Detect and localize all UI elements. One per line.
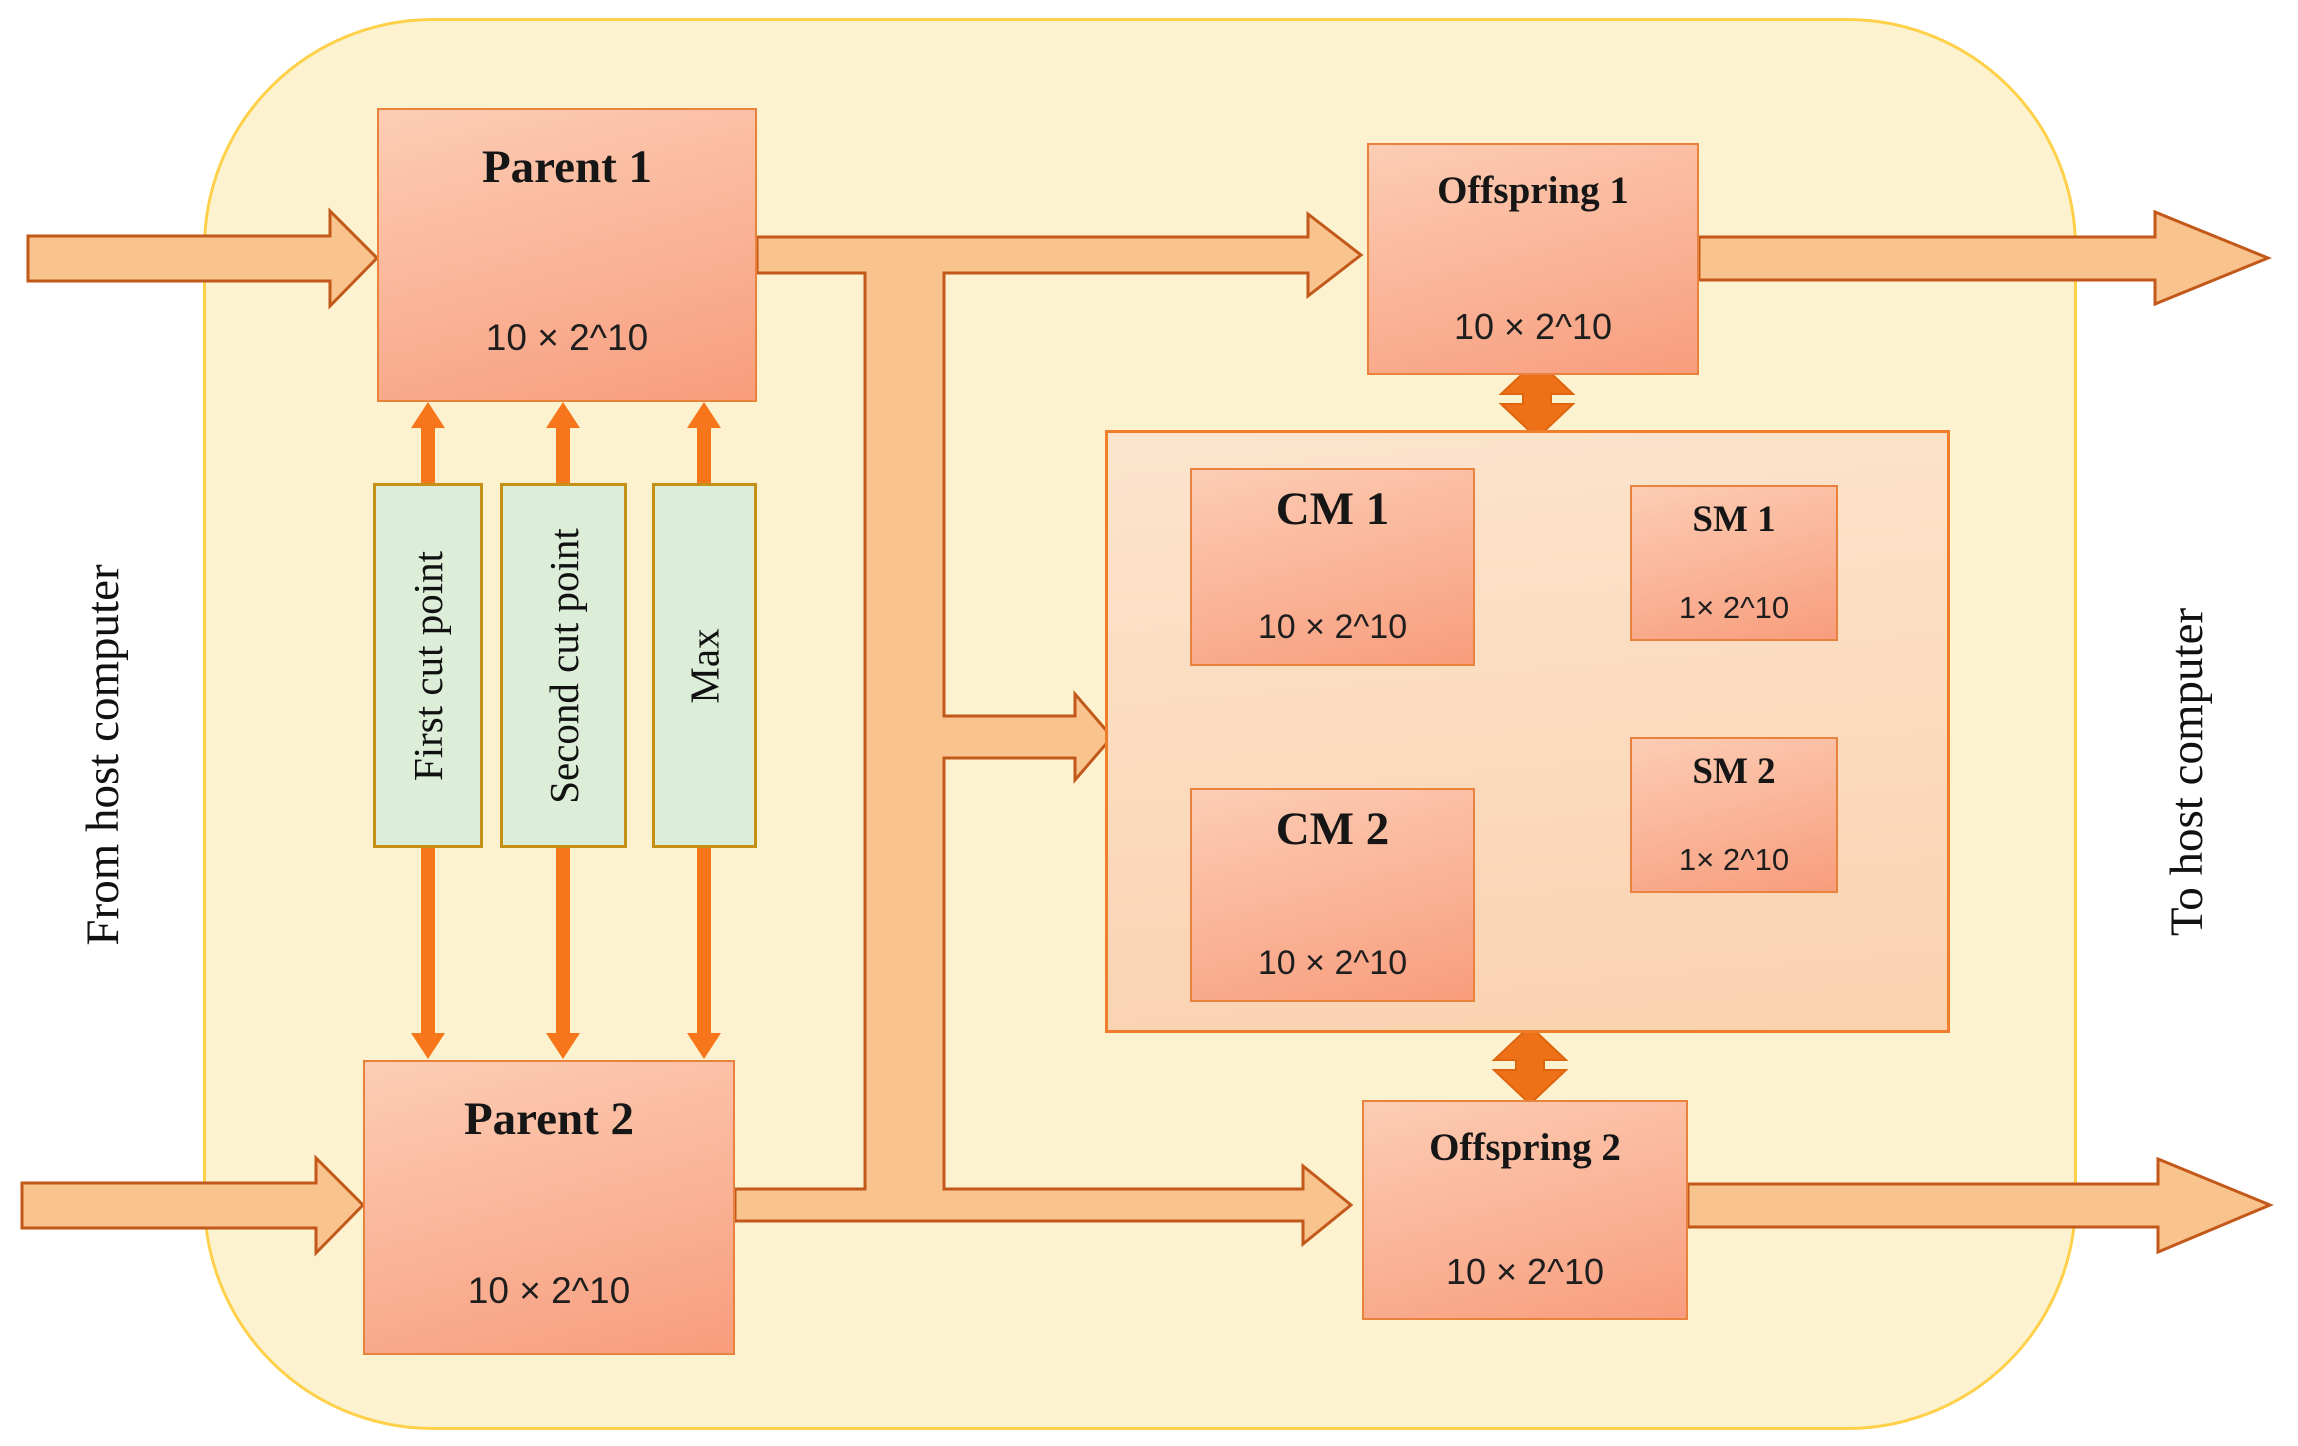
- cm1-box: CM 1 10 × 2^10: [1190, 468, 1475, 666]
- host-input-arrow-2: [20, 1154, 366, 1257]
- sm2-box: SM 2 1× 2^10: [1630, 737, 1838, 893]
- offspring1-box: Offspring 1 10 × 2^10: [1367, 143, 1699, 375]
- host-output-arrow-1: [1697, 209, 2272, 307]
- sm1-title: SM 1: [1692, 499, 1776, 540]
- down-arrow-max: [687, 847, 721, 1059]
- sm1-box: SM 1 1× 2^10: [1630, 485, 1838, 641]
- offspring2-box: Offspring 2 10 × 2^10: [1362, 1100, 1688, 1320]
- first-cut-point-box: First cut point: [373, 483, 483, 848]
- double-arrow-offspring2-panel: [1491, 1024, 1569, 1106]
- parent1-box: Parent 1 10 × 2^10: [377, 108, 757, 402]
- cm2-size: 10 × 2^10: [1257, 944, 1408, 982]
- sm1-size: 1× 2^10: [1678, 590, 1790, 625]
- parent1-size: 10 × 2^10: [485, 317, 649, 358]
- from-host-computer-label: From host computer: [77, 564, 129, 946]
- up-arrow-max: [687, 402, 721, 484]
- parent1-title: Parent 1: [481, 141, 653, 193]
- max-box: Max: [652, 483, 757, 848]
- to-host-computer-label: To host computer: [2161, 607, 2213, 937]
- cm2-title: CM 2: [1275, 803, 1390, 855]
- cm1-size: 10 × 2^10: [1257, 608, 1408, 646]
- max-label: Max: [681, 627, 728, 704]
- up-arrow-second-cut: [546, 402, 580, 484]
- second-cut-point-box: Second cut point: [500, 483, 627, 848]
- offspring2-title: Offspring 2: [1429, 1126, 1621, 1169]
- cm2-box: CM 2 10 × 2^10: [1190, 788, 1475, 1002]
- offspring1-title: Offspring 1: [1437, 169, 1629, 212]
- host-input-arrow-1: [26, 207, 380, 310]
- up-arrow-first-cut: [411, 402, 445, 484]
- first-cut-point-label: First cut point: [405, 550, 452, 781]
- down-arrow-second-cut: [546, 847, 580, 1059]
- sm2-title: SM 2: [1692, 751, 1776, 792]
- parent2-title: Parent 2: [463, 1093, 635, 1145]
- down-arrow-first-cut: [411, 847, 445, 1059]
- offspring2-size: 10 × 2^10: [1445, 1251, 1605, 1292]
- crossover-flow-connector: [733, 210, 1364, 1248]
- second-cut-point-label: Second cut point: [540, 527, 587, 804]
- sm2-size: 1× 2^10: [1678, 842, 1790, 877]
- offspring1-size: 10 × 2^10: [1453, 306, 1613, 347]
- parent2-box: Parent 2 10 × 2^10: [363, 1060, 735, 1355]
- host-output-arrow-2: [1686, 1156, 2274, 1255]
- cm1-title: CM 1: [1275, 483, 1390, 535]
- parent2-size: 10 × 2^10: [467, 1270, 631, 1311]
